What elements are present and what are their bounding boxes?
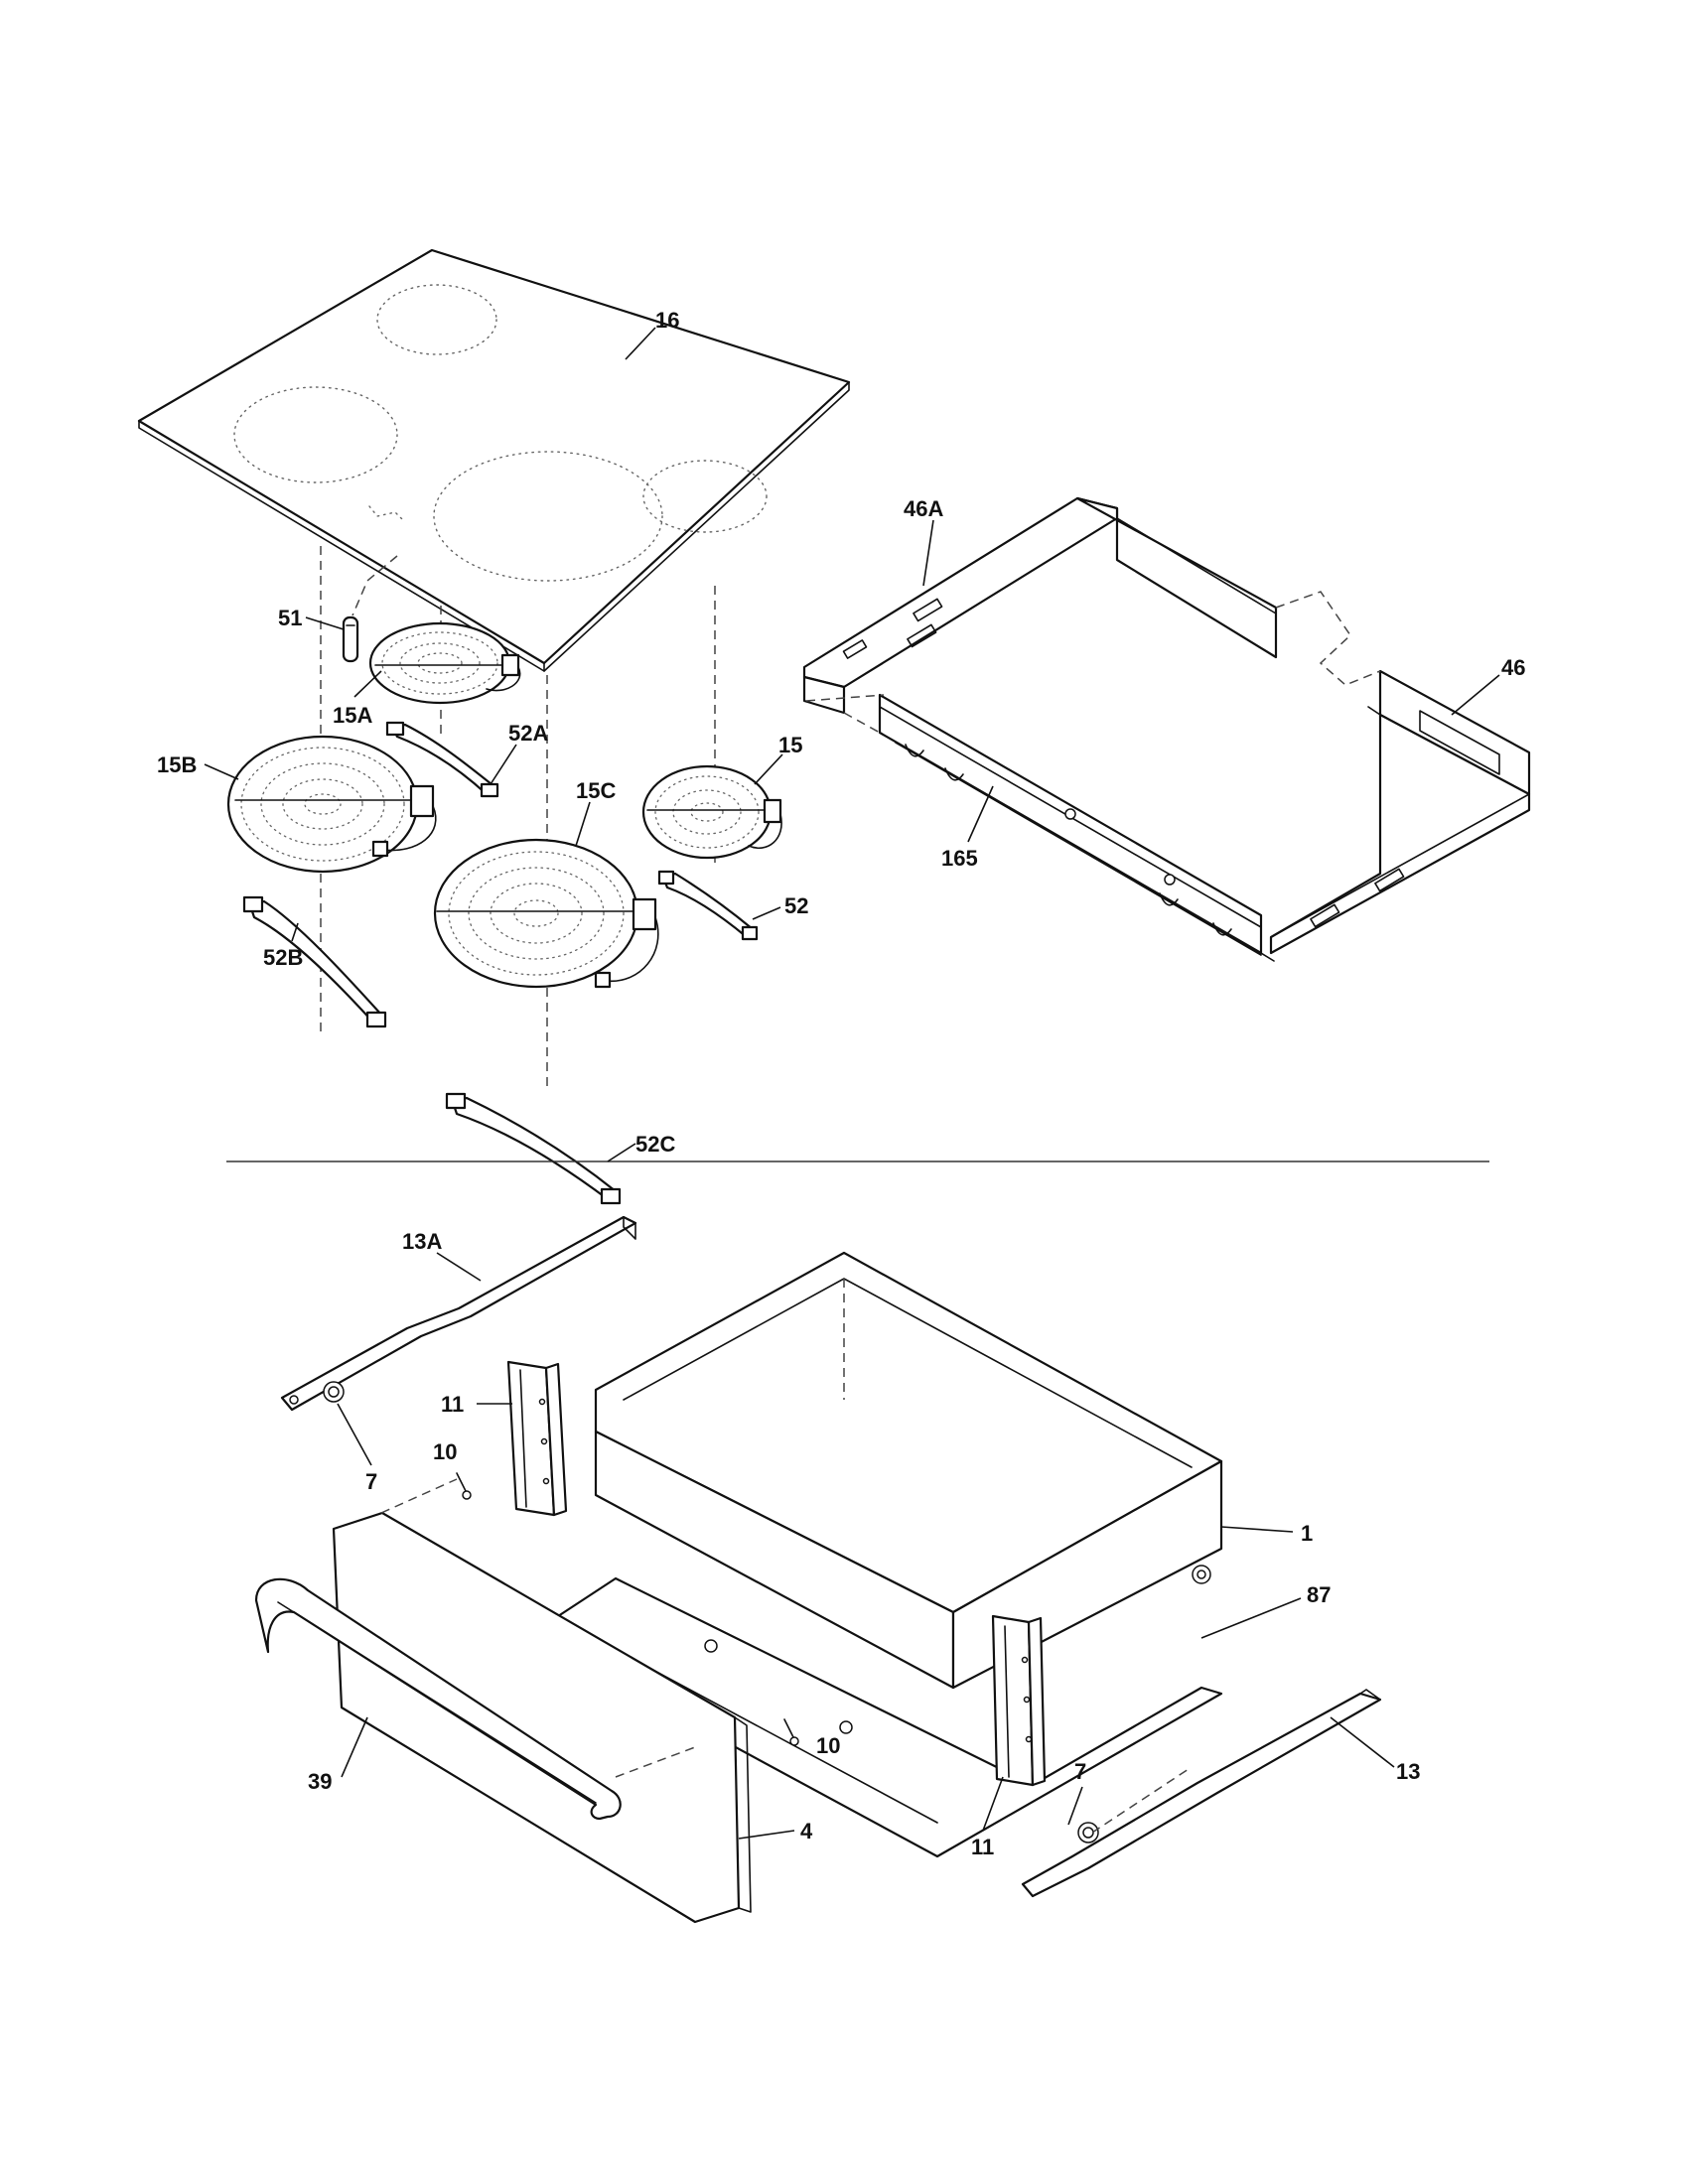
- element-right: [641, 764, 782, 860]
- cooktop-frame: [802, 496, 1531, 962]
- label-bracket-left: 11: [441, 1392, 464, 1417]
- label-drawer-bottom: 87: [1307, 1582, 1331, 1607]
- label-roller-right: 7: [1074, 1759, 1086, 1784]
- label-element-center: 15C: [576, 778, 616, 803]
- strap-rear-left: [385, 721, 499, 798]
- label-slide-left: 13A: [402, 1229, 442, 1254]
- screw-right: [783, 1718, 799, 1746]
- sensor: [342, 615, 359, 663]
- label-screw-left: 10: [433, 1439, 457, 1464]
- label-handle: 39: [308, 1769, 332, 1794]
- bracket-right: [991, 1614, 1047, 1787]
- label-cooktop-glass: 16: [655, 308, 679, 333]
- label-element-front-left: 15B: [157, 752, 197, 777]
- label-element-rear-left: 15A: [333, 703, 372, 728]
- slide-left: [280, 1215, 637, 1412]
- slide-right: [1021, 1689, 1382, 1898]
- drawer-front: [332, 1511, 752, 1924]
- cooktop-glass: [137, 248, 851, 672]
- label-strap-front-left: 52B: [263, 945, 303, 970]
- callout-labels: 16 46A 46 165 51 15A 52A 15B 52B 15C 52C…: [157, 308, 1525, 1859]
- label-slide-right: 13: [1396, 1759, 1420, 1784]
- drawer-box: [594, 1251, 1223, 1690]
- leader-lines: [204, 327, 1500, 1840]
- element-center: [433, 838, 659, 989]
- label-strap-center: 52C: [635, 1132, 675, 1157]
- strap-front-left: [242, 895, 387, 1028]
- label-roller-left: 7: [365, 1469, 377, 1494]
- label-strap-rear-left: 52A: [508, 721, 548, 746]
- element-rear-left: [368, 621, 521, 705]
- label-frame-bracket: 165: [941, 846, 978, 871]
- strap-center: [445, 1092, 622, 1205]
- element-front-left: [226, 735, 437, 874]
- label-drawer-box: 1: [1301, 1521, 1313, 1546]
- label-screw-right: 10: [816, 1733, 840, 1758]
- screw-left: [456, 1472, 472, 1500]
- label-frame-front: 46A: [904, 496, 943, 521]
- strap-right: [657, 870, 759, 941]
- label-strap-right: 52: [784, 893, 808, 918]
- label-frame-rear: 46: [1501, 655, 1525, 680]
- drawer-handle: [254, 1577, 622, 1821]
- label-drawer-front: 4: [800, 1819, 813, 1843]
- label-sensor: 51: [278, 606, 302, 630]
- bracket-left: [506, 1360, 568, 1517]
- label-bracket-right: 11: [971, 1835, 994, 1859]
- drawer-alignment-lines: [380, 1478, 1193, 1834]
- label-element-right: 15: [778, 733, 802, 757]
